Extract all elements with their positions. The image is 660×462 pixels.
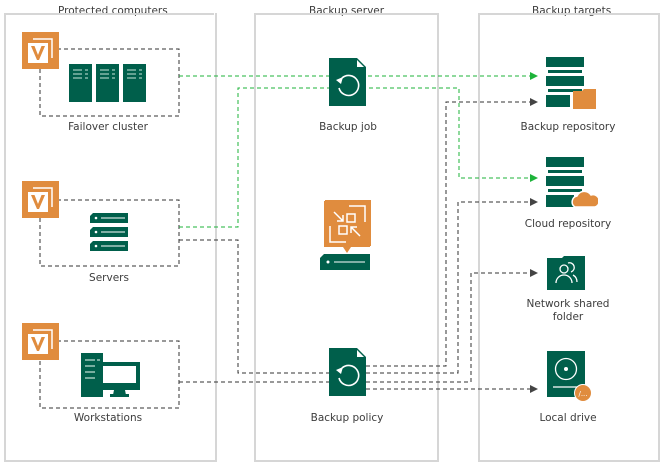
failover-cluster-icon xyxy=(69,64,146,102)
svg-text:/...: /... xyxy=(578,390,587,398)
workstations-label: Workstations xyxy=(73,412,143,424)
backup-policy-label: Backup policy xyxy=(310,412,384,424)
failover-cluster-label: Failover cluster xyxy=(68,121,148,133)
servers-label: Servers xyxy=(89,272,129,284)
local-drive-label: Local drive xyxy=(539,412,597,424)
workstations-box xyxy=(39,340,180,409)
veeam-agent-icon xyxy=(22,323,59,360)
veeam-agent-icon xyxy=(22,181,59,218)
flow-servers-to-backup-policy xyxy=(179,239,330,374)
flow-policy-to-backup-repository xyxy=(366,98,538,367)
workstation-icon xyxy=(81,353,140,397)
local-drive-icon: /... xyxy=(547,351,592,401)
backup-targets-panel xyxy=(478,13,660,462)
flow-policy-to-network-folder xyxy=(366,269,538,383)
network-shared-folder-label-line2: folder xyxy=(552,311,584,323)
cloud-repository-label: Cloud repository xyxy=(524,218,612,230)
servers-box xyxy=(39,199,180,267)
servers-icon xyxy=(90,213,128,251)
backup-server-icon xyxy=(320,200,371,270)
backup-repository-icon xyxy=(546,57,596,109)
failover-cluster-box xyxy=(39,48,180,117)
network-shared-folder-label: Network shared folder xyxy=(510,298,626,324)
cloud-repository-icon xyxy=(546,157,598,208)
network-shared-folder-label-line1: Network shared xyxy=(526,298,610,310)
backup-server-panel xyxy=(254,13,439,462)
panel-border xyxy=(478,13,660,15)
backup-job-label: Backup job xyxy=(319,121,377,133)
backup-policy-icon xyxy=(329,348,366,396)
veeam-agent-icon xyxy=(22,32,59,69)
protected-computers-panel xyxy=(4,13,217,462)
panel-border xyxy=(4,13,214,15)
flow-policy-to-cloud-repository xyxy=(366,198,538,374)
backup-job-icon xyxy=(329,58,366,106)
network-shared-folder-icon xyxy=(547,256,585,290)
backup-repository-label: Backup repository xyxy=(520,121,616,133)
panel-border xyxy=(254,13,439,15)
